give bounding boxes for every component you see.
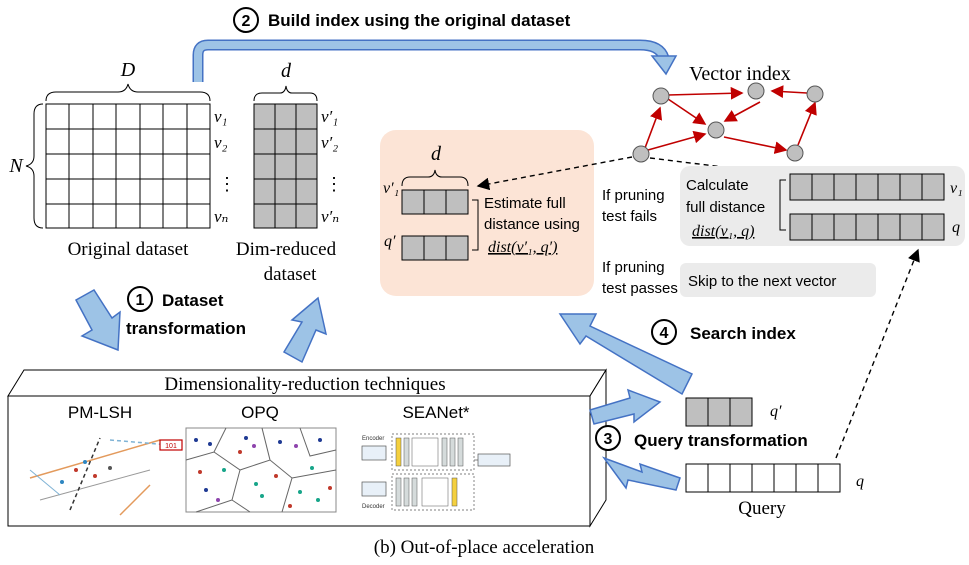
query-caption: Query [738, 498, 786, 519]
step-3-right-arrow [589, 388, 662, 425]
pruning-passes-2: test passes [602, 280, 678, 297]
figure-caption: (b) Out-of-place acceleration [374, 537, 595, 558]
skip-panel [680, 263, 876, 297]
original-row-label-ellipsis: ⋮ [218, 174, 236, 194]
full-distance-v-row [789, 173, 945, 201]
original-dataset-caption: Original dataset [68, 239, 190, 260]
full-distance-formula: dist(v₁, q) [692, 223, 754, 240]
step-3-marker: 3 [595, 425, 621, 451]
query-row [685, 463, 841, 493]
original-N-label: N [8, 155, 24, 177]
query-label: q [856, 473, 864, 490]
original-D-label: D [120, 59, 136, 81]
step-1-up-arrow [282, 296, 328, 364]
estimate-v-row [401, 189, 469, 215]
reduced-d-brace [253, 85, 318, 102]
step-1-down-arrow [74, 289, 121, 352]
original-N-brace [25, 103, 44, 229]
dashed-arrow-query-to-full [835, 248, 920, 459]
svg-text:2: 2 [242, 13, 251, 30]
svg-text:4: 4 [660, 325, 669, 342]
step-4-label: Search index [690, 324, 796, 343]
reduced-dataset-caption-1: Dim-reduced [236, 239, 337, 260]
pmlsh-thumbnail: 101 [29, 437, 183, 516]
svg-text:3: 3 [604, 431, 613, 448]
technique-opq-label: OPQ [241, 403, 279, 422]
vector-index-graph [644, 85, 817, 154]
step-2-label: Build index using the original dataset [268, 11, 571, 30]
seanet-thumbnail: Encoder Decoder [361, 433, 511, 511]
full-distance-bracket [779, 179, 786, 231]
svg-text:Decoder: Decoder [362, 504, 385, 510]
estimate-d-brace [401, 169, 469, 187]
estimate-text-1: Estimate full [484, 195, 566, 212]
technique-pmlsh-label: PM-LSH [68, 403, 132, 422]
reduced-query-label: q′ [770, 403, 782, 420]
full-distance-v-label: v₁ [950, 180, 963, 197]
full-distance-text-1: Calculate [686, 177, 749, 194]
step-3-left-arrow [601, 456, 681, 491]
svg-text:Encoder: Encoder [362, 436, 384, 442]
reduced-row-label-1: v′₁ [321, 107, 338, 126]
pruning-fails-2: test fails [602, 208, 657, 225]
vector-index-nodes [632, 82, 824, 163]
estimate-q-label: q′ [384, 233, 396, 250]
estimate-d-label: d [431, 143, 442, 165]
step-4-marker: 4 [651, 319, 677, 345]
pruning-passes-1: If pruning [602, 259, 665, 276]
full-distance-q-label: q [952, 219, 960, 236]
opq-thumbnail [185, 427, 337, 513]
reduced-d-label: d [281, 60, 292, 82]
estimate-bracket [472, 199, 479, 251]
technique-seanet-label: SEANet* [402, 403, 469, 422]
vector-index-title: Vector index [689, 63, 791, 85]
estimate-text-2: distance using [484, 216, 580, 233]
original-row-label-n: vₙ [214, 207, 229, 226]
reduced-row-label-ellipsis: ⋮ [325, 174, 343, 194]
reduced-row-label-n: v′ₙ [321, 207, 339, 226]
original-row-label-2: v₂ [214, 133, 228, 152]
reduced-dataset-grid [253, 103, 318, 229]
original-D-brace [45, 83, 211, 102]
estimate-formula: dist(v′₁, q′) [488, 239, 557, 256]
original-dataset-grid [45, 103, 211, 229]
step-1-label-1: Dataset [162, 291, 224, 310]
svg-text:101: 101 [165, 443, 177, 450]
pruning-fails-1: If pruning [602, 187, 665, 204]
skip-label: Skip to the next vector [688, 273, 836, 290]
full-distance-text-2: full distance [686, 199, 765, 216]
estimate-q-row [401, 235, 469, 261]
estimate-v-label: v′₁ [383, 180, 399, 197]
techniques-title: Dimensionality-reduction techniques [164, 374, 445, 395]
dashed-arrow-to-estimate [476, 156, 633, 191]
reduced-row-label-2: v′₂ [321, 133, 338, 152]
original-row-label-1: v₁ [214, 107, 227, 126]
step-1-label-2: transformation [126, 319, 246, 338]
svg-text:1: 1 [136, 292, 145, 309]
step-3-label: Query transformation [634, 431, 808, 450]
full-distance-q-row [789, 213, 945, 241]
step-4-arrow [558, 313, 694, 396]
reduced-query-row [685, 397, 753, 427]
reduced-dataset-caption-2: dataset [264, 264, 317, 285]
build-index-arrow [192, 39, 678, 82]
step-2-marker: 2 [233, 7, 259, 33]
step-1-marker: 1 [127, 286, 153, 312]
